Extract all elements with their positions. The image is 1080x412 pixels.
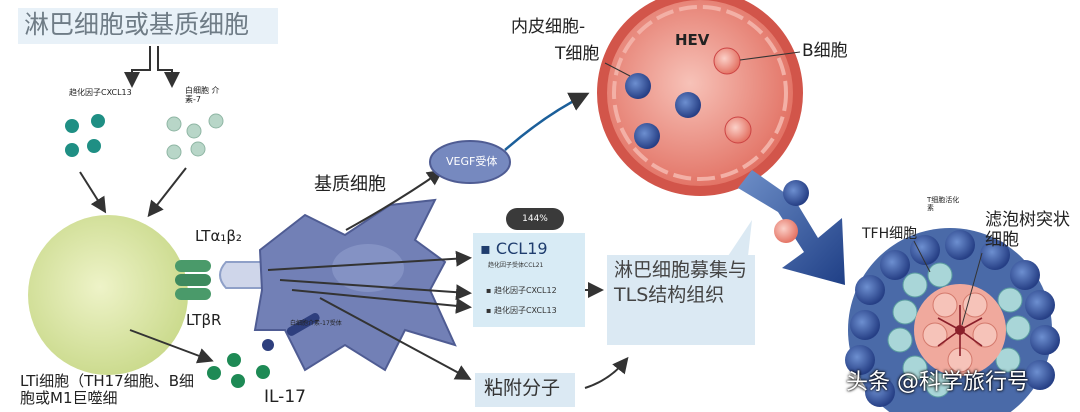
hev-vessel [597, 0, 803, 196]
endothelial-label: 内皮细胞- [511, 17, 586, 37]
ltbr-receptor [219, 261, 263, 289]
il17-label: IL-17 [264, 387, 306, 407]
title-box [18, 8, 278, 44]
migrating-t-cell [783, 180, 809, 206]
chemokine-arrows [267, 169, 472, 380]
watermark: 头条 @科学旅行号 [846, 370, 1029, 395]
ltab2-molecule [175, 260, 211, 300]
il17-arrow [129, 329, 214, 364]
ltab2-label: LTα₁β₂ [195, 227, 242, 245]
ccl21-label: 趋化因子受体CCL21 [488, 262, 544, 269]
ltbr-label: LTβR [186, 311, 222, 329]
vegf-arrow [504, 92, 590, 151]
t-cell-pointer [604, 62, 631, 77]
adhesion-label: 粘附分子 [484, 377, 561, 399]
migrating-b-cell [774, 219, 798, 243]
cxcl12-label: ▪ 趋化因子CXCL12 [486, 286, 557, 295]
vegf-label: VEGF受体 [446, 155, 498, 168]
callout-pointer [728, 220, 752, 256]
il7-dots [166, 113, 224, 160]
fdc-label: 滤泡树突状细胞 [985, 210, 1070, 250]
vegf-receptor [429, 140, 511, 184]
arrows-to-lti [79, 167, 187, 218]
lti-label: LTi细胞（TH17细胞、B细胞或M1巨噬细 [20, 372, 194, 408]
lti-cell [28, 215, 188, 375]
il7-label: 白细胞 介素-7 [185, 86, 220, 105]
cxcl13b-label: ▪ 趋化因子CXCL13 [486, 306, 557, 315]
tfh-pointer [913, 240, 931, 273]
b-cell-pointer [739, 51, 801, 61]
adhesion-box [475, 373, 575, 407]
fdc-pointer [961, 252, 983, 326]
stromal-nucleus [332, 244, 404, 292]
adhesion-arrow [584, 356, 629, 389]
recruitment-box [607, 255, 755, 345]
cxcl13-dots [65, 114, 105, 157]
il17-receptor-label: 白细胞介素-17受体 [290, 320, 342, 327]
title-split-arrows [124, 46, 180, 88]
recruitment-label: 淋巴细胞募集与TLS结构组织 [614, 259, 748, 306]
title-label: 淋巴细胞或基质细胞 [24, 10, 250, 39]
tfh-label: TFH细胞 [862, 226, 918, 242]
chemokine-box [473, 233, 585, 327]
b-cell-label: B细胞 [802, 41, 848, 61]
stromal-label: 基质细胞 [314, 174, 386, 195]
il17-dots [207, 353, 270, 388]
il17-receptor [262, 313, 320, 351]
tfh-activation-label: T细胞活化素 [927, 196, 960, 213]
ccl19-label: ▪ CCL19 [480, 239, 548, 258]
tls-structure [845, 228, 1060, 412]
cxcl13-label: 趋化因子CXCL13 [69, 88, 132, 97]
zoom-badge: 144% [506, 208, 564, 230]
t-cell-label: T细胞 [555, 44, 600, 64]
hev-label: HEV [675, 31, 710, 49]
